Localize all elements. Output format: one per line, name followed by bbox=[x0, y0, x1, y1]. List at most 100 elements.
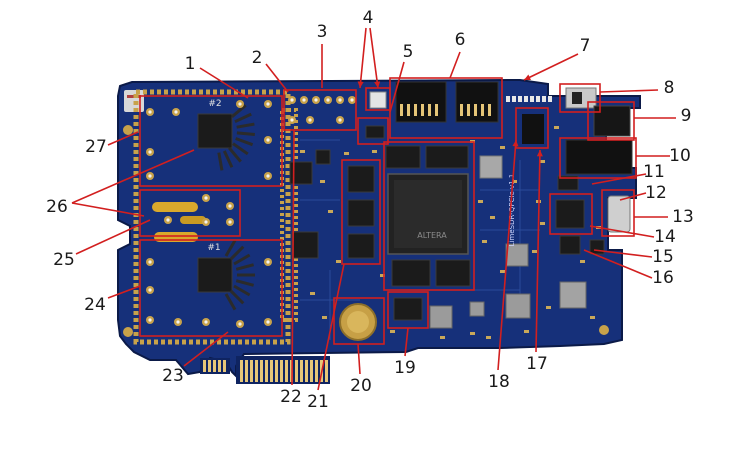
callout-20: 20 bbox=[350, 376, 372, 396]
rf-pad-center bbox=[266, 138, 270, 142]
callout-19: 19 bbox=[394, 358, 416, 378]
callout-8: 8 bbox=[664, 78, 675, 98]
passive bbox=[344, 152, 349, 155]
callout-10: 10 bbox=[669, 146, 691, 166]
leader-line bbox=[317, 263, 345, 391]
fpga-brand-marking: ALTERA bbox=[417, 231, 447, 240]
rtc-chip bbox=[393, 297, 423, 321]
rf-connector-pads bbox=[146, 96, 356, 328]
rf-fan-component bbox=[235, 279, 255, 287]
right-small-chip-c bbox=[589, 239, 605, 255]
passive bbox=[532, 250, 537, 253]
pcie-finger bbox=[295, 360, 298, 382]
leader-line bbox=[291, 129, 295, 386]
header-pin bbox=[428, 104, 431, 116]
rf-shield-frame bbox=[133, 89, 291, 345]
leader-line bbox=[589, 225, 655, 238]
leader-line bbox=[75, 219, 151, 255]
leader-line bbox=[583, 249, 653, 279]
callout-9: 9 bbox=[681, 106, 692, 126]
leader-line bbox=[619, 192, 647, 201]
rf-2-component-fan bbox=[217, 104, 255, 171]
rf-fan-component bbox=[224, 293, 237, 311]
mounting-hole-bottom-left bbox=[123, 327, 133, 337]
leader-arrowhead bbox=[512, 140, 519, 147]
rf-1-marking: #1 bbox=[207, 243, 220, 253]
rf-pad-center bbox=[350, 98, 354, 102]
leader-arrowhead bbox=[536, 150, 543, 157]
callout-4: 4 bbox=[363, 8, 374, 28]
rf-fan-component bbox=[222, 150, 234, 168]
callout-7: 7 bbox=[580, 36, 591, 56]
box-fpga bbox=[383, 141, 475, 291]
callout-27: 27 bbox=[85, 137, 107, 157]
pcie-finger bbox=[213, 360, 216, 372]
box-connectors-top bbox=[283, 89, 357, 131]
passive bbox=[486, 336, 491, 339]
memory-chip-a bbox=[347, 165, 375, 193]
rf-fan-component bbox=[236, 122, 255, 129]
pcie-edge-connector bbox=[200, 356, 330, 384]
pcie-finger bbox=[208, 360, 211, 372]
header-pin bbox=[435, 104, 438, 116]
header-pin bbox=[421, 104, 424, 116]
callout-13: 13 bbox=[672, 207, 694, 227]
switch-toggle bbox=[572, 92, 582, 104]
callout-25: 25 bbox=[53, 250, 75, 270]
pcie-finger bbox=[305, 360, 308, 382]
rf-pad-center bbox=[308, 118, 312, 122]
pcie-finger bbox=[280, 360, 283, 382]
rf-pad-center bbox=[266, 320, 270, 324]
pcie-finger bbox=[285, 360, 288, 382]
rf-pad-center bbox=[266, 260, 270, 264]
rf-fan-component bbox=[236, 131, 255, 136]
led bbox=[530, 96, 534, 102]
pcie-finger bbox=[265, 360, 268, 382]
leader-line bbox=[71, 202, 145, 217]
rf-pad-center bbox=[290, 98, 294, 102]
rf-pad-center bbox=[148, 110, 152, 114]
leader-line bbox=[449, 51, 461, 79]
callout-16: 16 bbox=[652, 268, 674, 288]
rf-fan-component bbox=[232, 142, 249, 156]
config-chip-top-right bbox=[425, 145, 469, 169]
led bbox=[548, 96, 552, 102]
header-pin bbox=[407, 104, 410, 116]
fan-header bbox=[565, 139, 633, 175]
leader-line bbox=[183, 331, 229, 367]
header-pin bbox=[400, 104, 403, 116]
callout-2: 2 bbox=[252, 48, 263, 68]
pcie-finger bbox=[315, 360, 318, 382]
leader-arrowhead bbox=[374, 81, 381, 88]
passive bbox=[500, 146, 505, 149]
passive bbox=[322, 316, 327, 319]
leader-line bbox=[523, 53, 579, 81]
inductor-c bbox=[315, 149, 331, 165]
pcie-finger bbox=[240, 360, 243, 382]
pcie-finger bbox=[203, 360, 206, 372]
callout-24: 24 bbox=[84, 295, 106, 315]
leader-arrowhead bbox=[357, 81, 364, 88]
passive bbox=[372, 150, 377, 153]
components: #2 #1 ALTERA bbox=[123, 81, 633, 345]
pcie-finger bbox=[245, 360, 248, 382]
led bbox=[542, 96, 546, 102]
callout-26: 26 bbox=[46, 197, 68, 217]
rf-pad-center bbox=[338, 118, 342, 122]
rf-fan-component bbox=[229, 289, 245, 305]
leader-line bbox=[599, 89, 659, 93]
callout-22: 22 bbox=[280, 387, 302, 407]
passive bbox=[540, 222, 545, 225]
passive bbox=[580, 260, 585, 263]
regulator-c bbox=[505, 293, 531, 319]
regulator-b bbox=[505, 243, 529, 267]
rf-pad-center bbox=[174, 110, 178, 114]
regulator-f bbox=[469, 301, 485, 317]
header-pins bbox=[400, 104, 491, 116]
mounting-hole-bottom-right bbox=[599, 325, 609, 335]
pcie-finger bbox=[255, 360, 258, 382]
rf-pad-center bbox=[302, 98, 306, 102]
top-small-chip bbox=[365, 125, 385, 139]
rf-2-marking: #2 bbox=[208, 99, 221, 109]
